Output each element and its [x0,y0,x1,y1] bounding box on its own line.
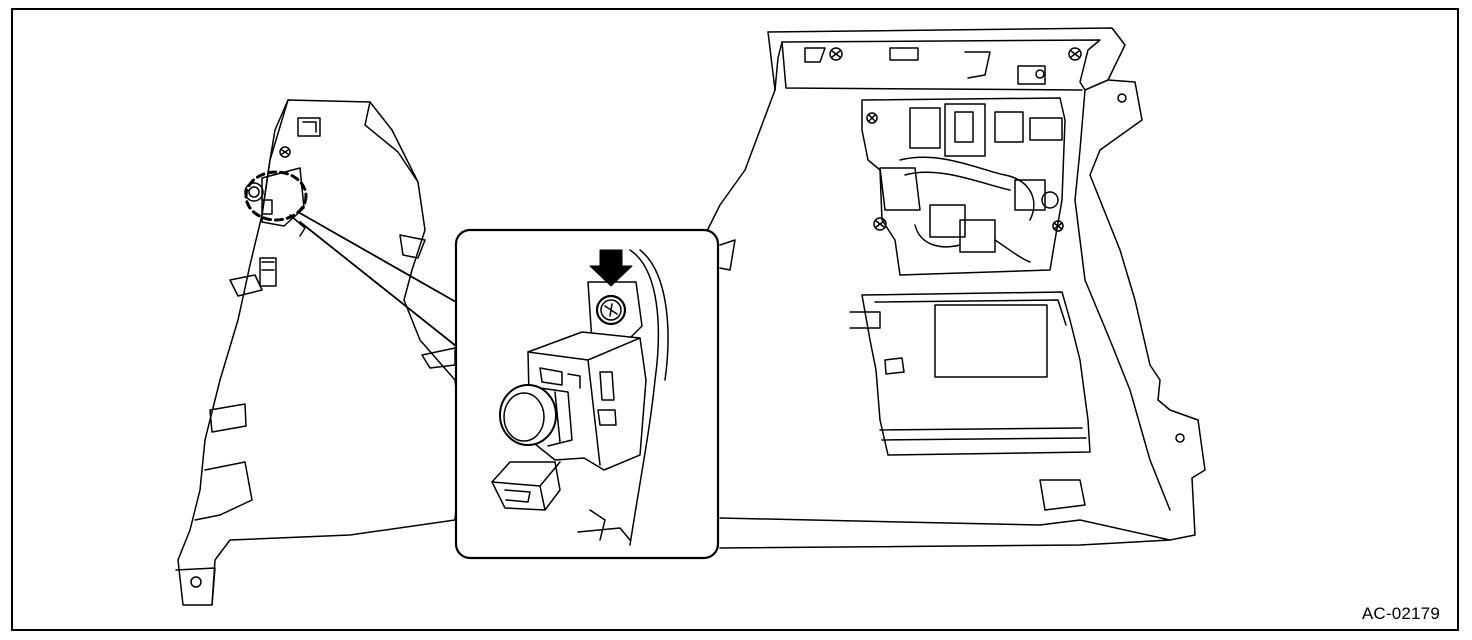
callout-inset [454,228,720,560]
callout-leader-lines [297,211,457,347]
down-arrow-icon [589,249,633,287]
figure-frame [11,8,1459,631]
left-trim-panel [175,99,463,606]
figure-id-label: AC-02179 [1361,604,1440,623]
console-assembly [704,27,1206,549]
highlight-dashed-circle [244,170,308,222]
